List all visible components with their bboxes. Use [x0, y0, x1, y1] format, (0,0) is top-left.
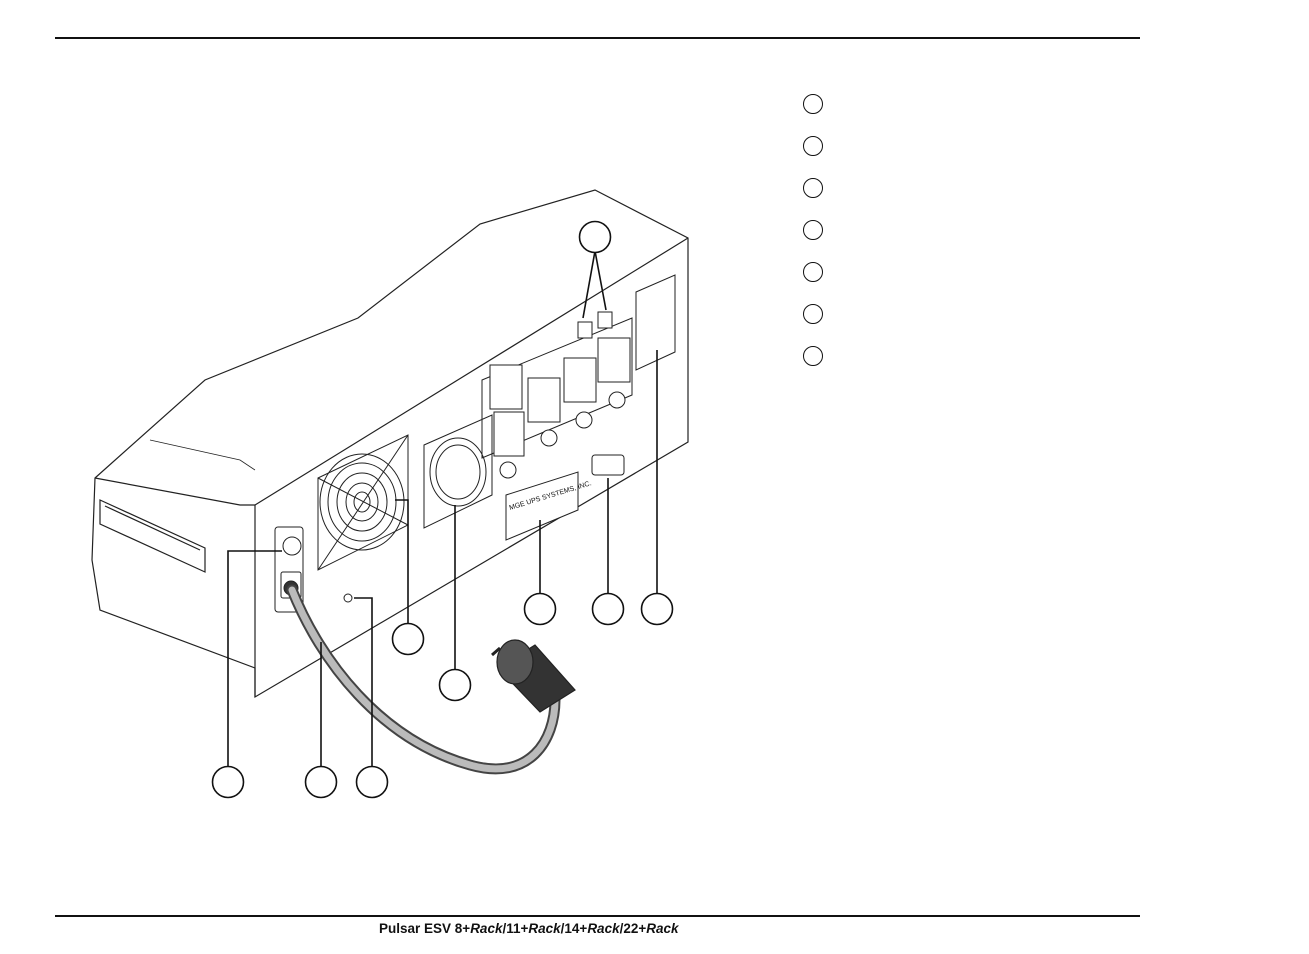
- legend-callout-circle: [803, 136, 823, 156]
- legend-callout-circle: [803, 304, 823, 324]
- callout-circle-fan: [391, 622, 425, 656]
- callout-circle-nameplate: [523, 592, 557, 626]
- input-module: [274, 526, 304, 613]
- footer-part: /14+: [560, 921, 588, 936]
- receptacle-panel: [481, 317, 633, 479]
- legend-item: [803, 136, 1103, 159]
- legend-callout-circle: [803, 220, 823, 240]
- callout-circle-slot: [640, 592, 674, 626]
- legend-item: [803, 304, 1103, 327]
- legend-callout-circle: [803, 94, 823, 114]
- legend-item: [803, 220, 1103, 243]
- footer-rule: [55, 915, 1140, 917]
- callout-leaders: [227, 250, 658, 766]
- legend-callout-circle: [803, 262, 823, 282]
- callout-circle-output: [438, 668, 472, 702]
- footer-product-name: Pulsar ESV 8+Rack/11+Rack/14+Rack/22+Rac…: [379, 921, 679, 936]
- indicator-hole: [343, 593, 353, 603]
- legend-item: [803, 178, 1103, 201]
- header-rule: [55, 37, 1140, 39]
- legend-item: [803, 346, 1103, 369]
- legend-callout-circle: [803, 346, 823, 366]
- footer-part: Rack: [528, 921, 561, 936]
- callout-circle-cord: [304, 765, 338, 799]
- twist-lock-output: [423, 414, 493, 529]
- footer-part: /22+: [619, 921, 647, 936]
- side-rail: [99, 499, 206, 573]
- twist-lock-plug: [491, 639, 576, 713]
- com-ports: [577, 311, 613, 339]
- fan-grille: [317, 434, 409, 571]
- footer-part: Rack: [470, 921, 503, 936]
- callout-circle-ports: [578, 220, 612, 254]
- cabinet-rear-face-edge: [254, 237, 689, 506]
- footer-part: Pulsar ESV 8+: [379, 921, 471, 936]
- footer-part: Rack: [646, 921, 679, 936]
- callout-circle-input-breaker: [211, 765, 245, 799]
- footer-part: Rack: [587, 921, 620, 936]
- option-slot: [635, 274, 676, 371]
- legend-callout-circle: [803, 178, 823, 198]
- footer-part: /11+: [502, 921, 529, 936]
- callout-circle-indicator: [355, 765, 389, 799]
- callout-circle-serial: [591, 592, 625, 626]
- legend-item: [803, 262, 1103, 285]
- callout-legend: [803, 94, 1103, 388]
- serial-port: [591, 454, 625, 476]
- legend-item: [803, 94, 1103, 117]
